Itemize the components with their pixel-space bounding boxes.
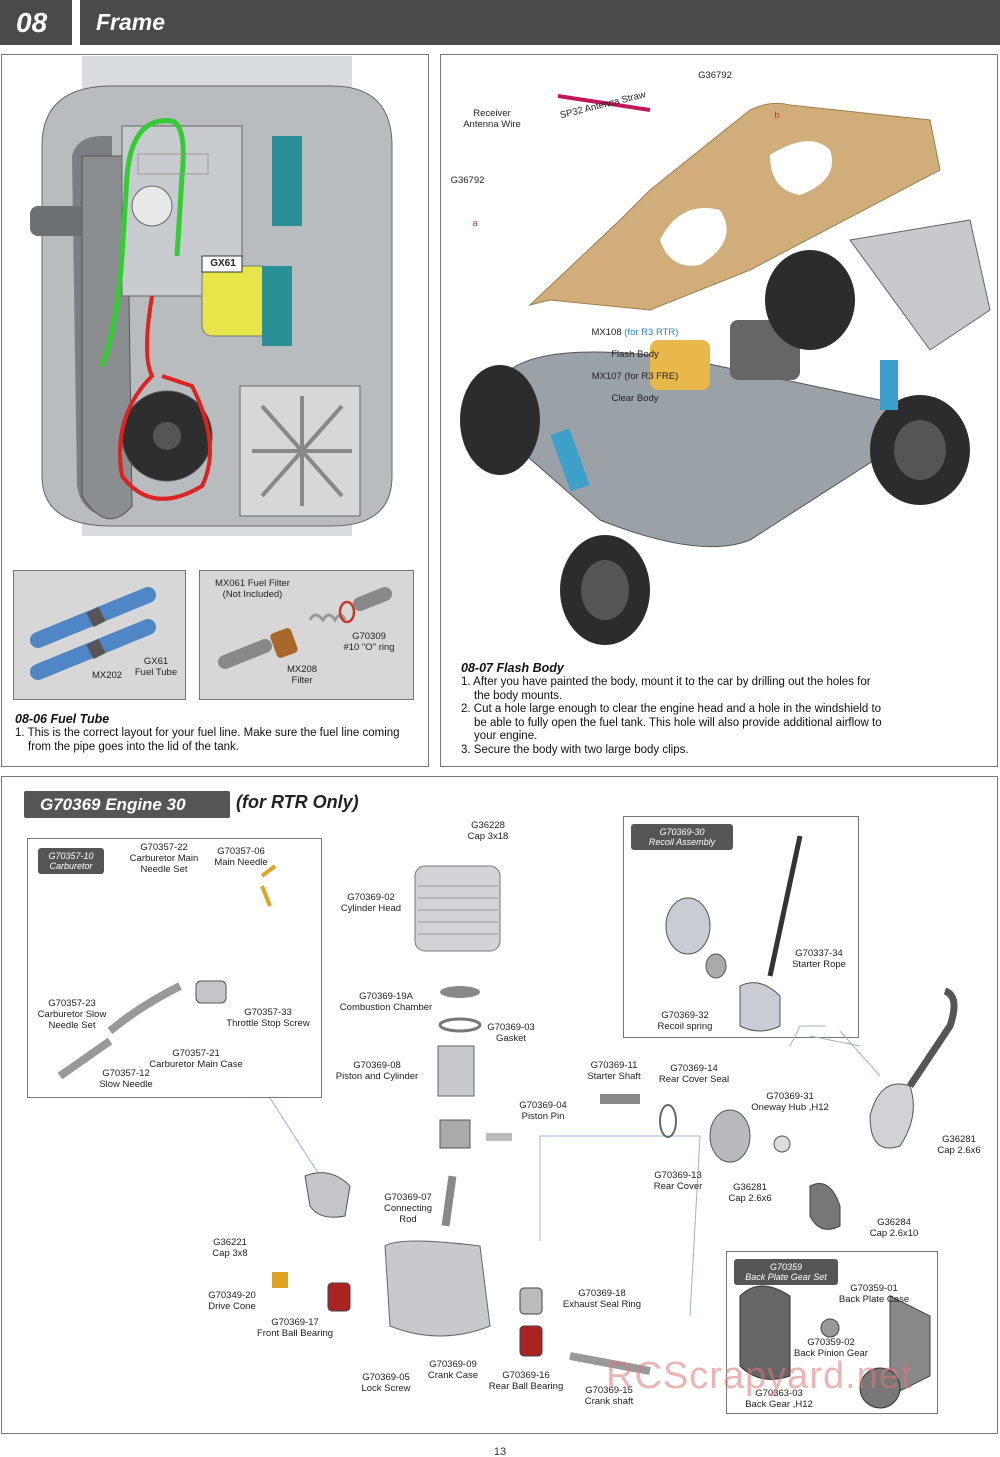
- fuel-tube-parts-illustration: [30, 587, 156, 680]
- g36792-top-label: G36792: [698, 70, 732, 81]
- mx108-name: Flash Body: [611, 349, 659, 360]
- part-label: G70369-13 Rear Cover: [653, 1170, 703, 1192]
- mx202-label: MX202: [91, 670, 123, 681]
- part-label: G70369-14 Rear Cover Seal: [658, 1063, 730, 1085]
- part-label: G70369-02 Cylinder Head: [340, 892, 402, 914]
- part-label: G70357-21 Carburetor Main Case: [149, 1048, 243, 1070]
- part-label: G36284 Cap 2.6x10: [869, 1217, 919, 1239]
- fuel-tube-title: 08-06 Fuel Tube: [15, 712, 110, 726]
- part-label: G70349-20 Drive Cone: [208, 1290, 256, 1312]
- part-label: G70369-18 Exhaust Seal Ring: [562, 1288, 642, 1310]
- part-label: G70357-33 Throttle Stop Screw: [226, 1007, 310, 1029]
- part-label: G70369-04 Piston Pin: [519, 1100, 567, 1122]
- gx61-fuel-tube-label: GX61 Fuel Tube: [134, 656, 178, 678]
- mx107-name: Clear Body: [611, 393, 659, 404]
- part-label: G70369-15 Crank shaft: [584, 1385, 634, 1407]
- part-label: G70369-09 Crank Case: [427, 1359, 479, 1381]
- part-label: G36228 Cap 3x18: [467, 820, 509, 842]
- part-label: G70369-11 Starter Shaft: [587, 1060, 641, 1082]
- part-label: G70357-22 Carburetor Main Needle Set: [129, 842, 199, 875]
- part-label: G70337-34 Starter Rope: [792, 948, 846, 970]
- body-variant-labels: MX108 (for R3 RTR) Flash Body MX107 (for…: [570, 316, 700, 415]
- part-label: G70369-07 Connecting Rod: [383, 1192, 433, 1225]
- receiver-antenna-label: Receiver Antenna Wire: [463, 108, 521, 130]
- mx061-label: MX061 Fuel Filter (Not Included): [215, 578, 290, 600]
- part-label: G70363-03 Back Gear ,H12: [745, 1388, 813, 1410]
- mx107-note: (for R3 FRE): [624, 371, 679, 382]
- part-label: G70369-08 Piston and Cylinder: [335, 1060, 419, 1082]
- part-label: G36281 Cap 2.6x6: [937, 1134, 981, 1156]
- mount-a-label: a: [472, 218, 478, 229]
- mount-b-label: b: [774, 110, 780, 121]
- part-label: G70357-12 Slow Needle: [99, 1068, 153, 1090]
- fuel-tube-steps: 1. This is the correct layout for your f…: [15, 727, 420, 754]
- flash-body-title: 08-07 Flash Body: [461, 661, 564, 675]
- mx208-label: MX208 Filter: [286, 664, 318, 686]
- flash-body-step: 3. Secure the body with two large body c…: [461, 743, 689, 756]
- g70309-label: G70309 #10 "O" ring: [343, 631, 395, 653]
- part-label: G70369-16 Rear Ball Bearing: [488, 1370, 564, 1392]
- flash-body-steps: 1. After you have painted the body, moun…: [461, 676, 886, 757]
- part-label: G70369-19A Combustion Chamber: [339, 991, 433, 1013]
- mx107-line: MX107 (for R3 FRE): [570, 371, 700, 382]
- part-label: G70359-01 Back Plate Case: [838, 1283, 910, 1305]
- page-header: 08 Frame: [0, 0, 1000, 45]
- flash-body-step: 2. Cut a hole large enough to clear the …: [461, 703, 882, 742]
- mx107-code: MX107: [591, 371, 625, 382]
- gx61-callout: GX61: [210, 258, 236, 269]
- engine-title: G70369 Engine 30: [24, 791, 230, 818]
- carburetor-tag: G70357-10 Carburetor: [38, 848, 104, 874]
- part-label: G36281 Cap 2.6x6: [728, 1182, 772, 1204]
- mx108-code: MX108: [591, 327, 625, 338]
- watermark: RCScrapyard.net: [606, 1355, 913, 1397]
- part-label: G70369-31 Oneway Hub ,H12: [751, 1091, 829, 1113]
- part-label: G36221 Cap 3x8: [212, 1237, 248, 1259]
- part-label: G70369-03 Gasket: [487, 1022, 535, 1044]
- carburetor-box: [27, 838, 322, 1098]
- buggy-illustration: [460, 94, 991, 645]
- part-label: G70369-05 Lock Screw: [361, 1372, 411, 1394]
- engine-exploded-illustration: [57, 835, 958, 1409]
- g36792-left-label: G36792: [450, 175, 485, 186]
- recoil-tag: G70369-30 Recoil Assembly: [631, 824, 733, 850]
- engine-frame-illustration: [30, 56, 393, 536]
- part-label: G70357-23 Carburetor Slow Needle Set: [37, 998, 107, 1031]
- backplate-tag: G70359 Back Plate Gear Set: [734, 1259, 838, 1285]
- part-label: G70357-06 Main Needle: [214, 846, 268, 868]
- flash-body-step: 1. After you have painted the body, moun…: [461, 676, 871, 702]
- engine-subtitle: (for RTR Only): [236, 792, 359, 812]
- part-label: G70359-02 Back Pinion Gear: [794, 1337, 868, 1359]
- fuel-filter-illustration: [218, 587, 392, 669]
- section-title: Frame: [80, 0, 1000, 45]
- mx108-line: MX108 (for R3 RTR): [570, 327, 700, 338]
- mx108-note: (for R3 RTR): [624, 327, 679, 338]
- part-label: G70369-17 Front Ball Bearing: [256, 1317, 334, 1339]
- fuel-tube-step: 1. This is the correct layout for your f…: [15, 727, 400, 753]
- section-number: 08: [0, 0, 72, 45]
- page-number: 13: [493, 1446, 507, 1457]
- part-label: G70369-32 Recoil spring: [657, 1010, 713, 1032]
